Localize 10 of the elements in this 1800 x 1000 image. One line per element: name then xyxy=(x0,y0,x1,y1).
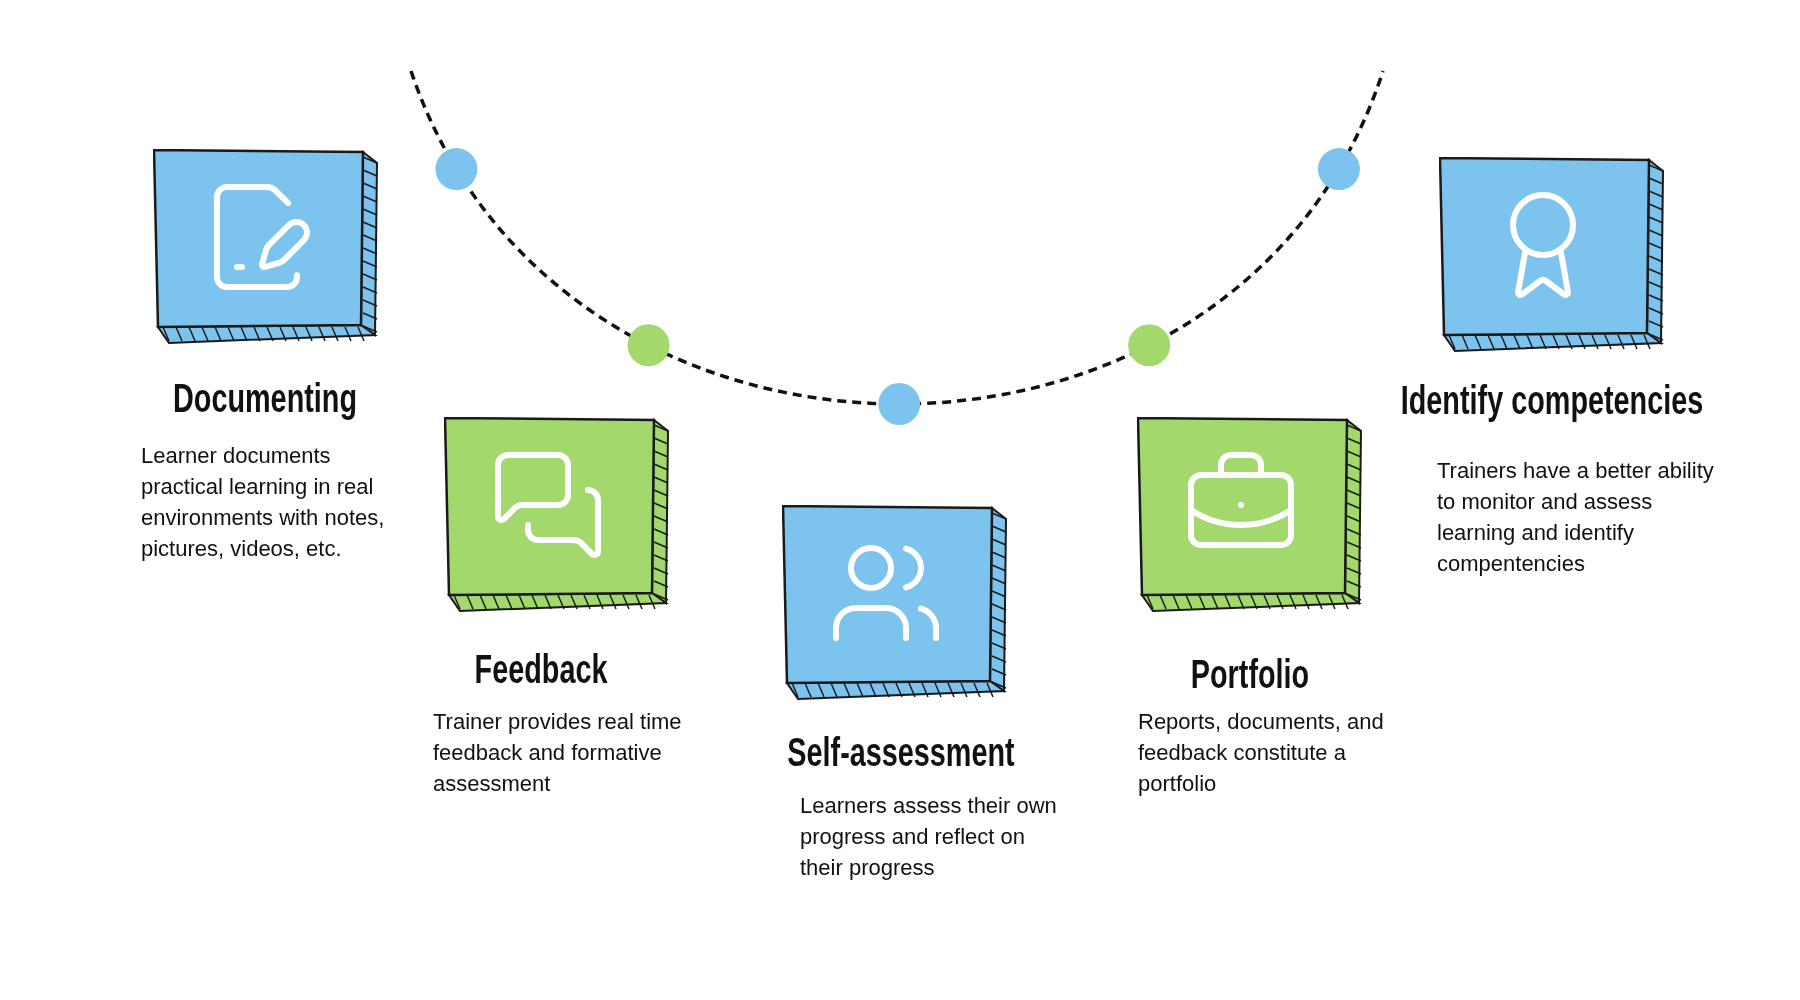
item-description: Reports, documents, and feedback constitute a portfolio xyxy=(1138,708,1385,798)
item-heading: Documenting xyxy=(173,375,357,422)
item-description: Trainers have a better ability to monitor and assess learning and identify compentencies xyxy=(1437,457,1715,578)
item-description: Trainer provides real time feedback and formative assessment xyxy=(433,708,683,798)
item-heading: Self-assessment xyxy=(787,729,1015,776)
item-description: Learner documents practical learning in real environments with notes, pictures, videos, etc. xyxy=(141,442,386,563)
item-heading: Feedback xyxy=(474,646,608,693)
item-heading: Identify competencies xyxy=(1400,377,1704,424)
item-description: Learners assess their own progress and reflect on their progress xyxy=(800,792,1058,882)
item-heading: Portfolio xyxy=(1190,651,1310,698)
